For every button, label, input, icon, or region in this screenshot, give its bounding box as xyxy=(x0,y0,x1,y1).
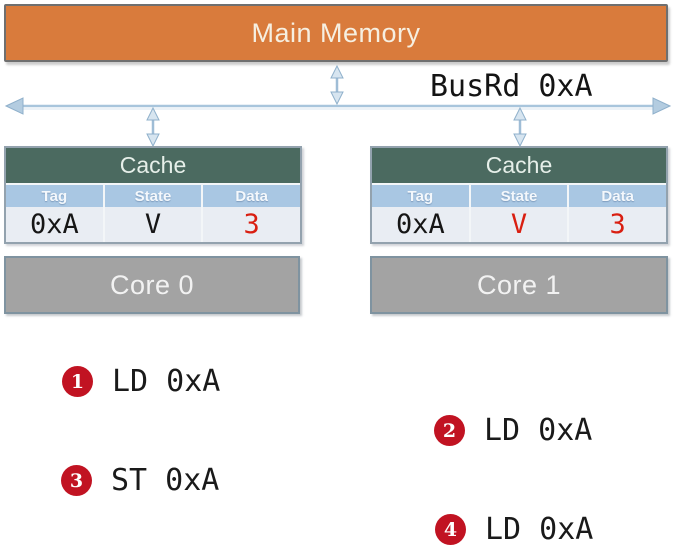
cache0-table-header: Tag State Data xyxy=(6,185,301,207)
cache0-state-value: V xyxy=(144,209,162,240)
cache0-title: Cache xyxy=(6,148,300,185)
cache0-data-cell: 3 xyxy=(203,207,301,242)
core0-label: Core 0 xyxy=(109,269,195,300)
bus-transaction-label: BusRd 0xA xyxy=(430,69,593,104)
step-2-number-badge: 2 xyxy=(434,415,465,446)
main-memory-label: Main Memory xyxy=(251,17,421,48)
cache1-bus-link-icon xyxy=(513,106,527,148)
cache0-col-data: Data xyxy=(203,185,301,207)
step-3-number-badge: 3 xyxy=(61,465,92,496)
step-4-number-badge: 4 xyxy=(435,514,466,545)
cache0-table-row: 0xA V 3 xyxy=(6,207,301,242)
cache1-col-data: Data xyxy=(569,185,667,207)
cache0-data-value: 3 xyxy=(243,209,260,240)
step-1-number-badge: 1 xyxy=(62,366,93,397)
cache0-col-state: State xyxy=(104,185,202,207)
memory-bus-link-icon xyxy=(330,64,344,106)
cache1-col-state: State xyxy=(470,185,568,207)
cache0-block: Cache Tag State Data 0xA V 3 xyxy=(4,146,302,244)
cache1-state-cell: V xyxy=(470,207,568,242)
cache0-col-tag: Tag xyxy=(6,185,103,207)
core1-box: Core 1 xyxy=(370,256,668,314)
step-3: 3 ST 0xA xyxy=(61,463,219,498)
cache1-title: Cache xyxy=(372,148,666,185)
cache0-bus-link-icon xyxy=(146,106,160,148)
cache1-table-row: 0xA V 3 xyxy=(372,207,667,242)
main-memory-box: Main Memory xyxy=(4,4,668,62)
step-1-instruction: LD 0xA xyxy=(112,364,221,399)
step-4: 4 LD 0xA xyxy=(435,512,593,547)
cache0-state-cell: V xyxy=(104,207,202,242)
cache1-state-value: V xyxy=(510,209,528,240)
cache0-tag-value: 0xA xyxy=(29,209,79,240)
step-2: 2 LD 0xA xyxy=(434,413,592,448)
step-1: 1 LD 0xA xyxy=(62,364,220,399)
core0-box: Core 0 xyxy=(4,256,300,314)
cache1-tag-cell: 0xA xyxy=(372,207,469,242)
core1-label: Core 1 xyxy=(476,269,562,300)
cache1-data-cell: 3 xyxy=(569,207,667,242)
cache1-col-tag: Tag xyxy=(372,185,469,207)
step-4-instruction: LD 0xA xyxy=(485,512,594,547)
cache1-tag-value: 0xA xyxy=(395,209,445,240)
cache1-table-header: Tag State Data xyxy=(372,185,667,207)
step-3-instruction: ST 0xA xyxy=(111,463,220,498)
cache0-tag-cell: 0xA xyxy=(6,207,103,242)
cache1-block: Cache Tag State Data 0xA V 3 xyxy=(370,146,668,244)
cache1-data-value: 3 xyxy=(609,209,626,240)
step-2-instruction: LD 0xA xyxy=(484,413,593,448)
